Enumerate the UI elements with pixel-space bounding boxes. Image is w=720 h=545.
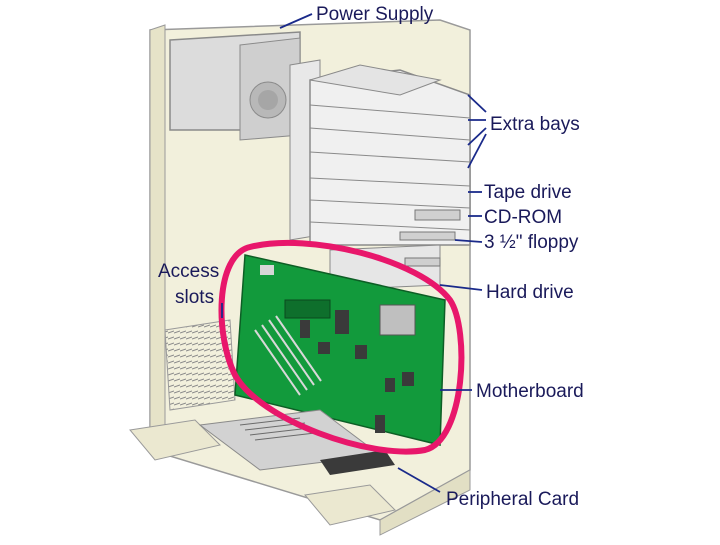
- label-access-slots-line1: Access: [158, 261, 220, 282]
- label-tape-drive: Tape drive: [484, 182, 572, 203]
- label-cd-rom: CD-ROM: [484, 207, 563, 228]
- label-power-supply: Power Supply: [316, 4, 434, 25]
- access-slots: [164, 319, 236, 411]
- drive-cage: [289, 59, 471, 291]
- label-floppy: 3 ½" floppy: [484, 232, 579, 253]
- power-supply: [169, 31, 301, 141]
- label-access-slots-line2: slots: [175, 287, 215, 308]
- label-peripheral-card: Peripheral Card: [446, 489, 580, 510]
- leader-lines: [221, 13, 487, 493]
- label-motherboard: Motherboard: [476, 381, 584, 402]
- label-extra-bays: Extra bays: [490, 114, 580, 135]
- label-hard-drive: Hard drive: [486, 282, 574, 303]
- motherboard: [234, 254, 446, 446]
- highlight-ellipse: [218, 239, 465, 455]
